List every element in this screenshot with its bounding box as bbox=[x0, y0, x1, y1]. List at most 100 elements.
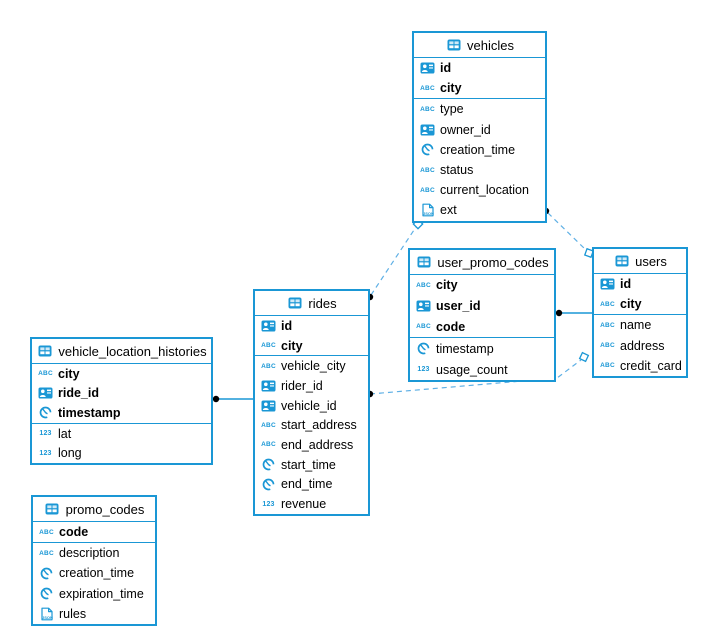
column-name: ext bbox=[440, 203, 457, 218]
table-header[interactable]: users bbox=[594, 249, 686, 274]
uuid-type-icon bbox=[260, 320, 277, 332]
column-name: address bbox=[620, 338, 665, 353]
column-name: start_address bbox=[281, 418, 357, 433]
column-name: usage_count bbox=[436, 362, 508, 377]
column-row[interactable]: rider_id bbox=[255, 376, 368, 396]
relationship-rides-vehicles[interactable] bbox=[370, 226, 417, 296]
timestamp-type-icon bbox=[260, 458, 277, 471]
table-header[interactable]: rides bbox=[255, 291, 368, 316]
text-type-icon: ABC bbox=[261, 362, 276, 370]
column-name: city bbox=[620, 297, 642, 312]
uuid-type-icon bbox=[260, 400, 277, 412]
column-row[interactable]: owner_id bbox=[414, 120, 545, 140]
column-name: rider_id bbox=[281, 378, 323, 393]
column-row[interactable]: id bbox=[414, 58, 545, 78]
column-row[interactable]: 123 revenue bbox=[255, 494, 368, 514]
text-type-icon: ABC bbox=[420, 186, 435, 194]
table-icon bbox=[613, 255, 630, 267]
column-row[interactable]: end_time bbox=[255, 475, 368, 495]
column-row[interactable]: creation_time bbox=[414, 140, 545, 160]
table-header[interactable]: user_promo_codes bbox=[410, 250, 554, 275]
column-row[interactable]: user_id bbox=[410, 296, 554, 317]
text-type-icon: ABC bbox=[420, 105, 435, 113]
uuid-type-icon bbox=[415, 300, 432, 312]
column-name: owner_id bbox=[440, 122, 491, 137]
uuid-type-icon bbox=[419, 124, 436, 136]
column-name: city bbox=[436, 278, 458, 293]
column-row[interactable]: creation_time bbox=[33, 563, 155, 583]
number-type-icon: 123 bbox=[262, 500, 275, 508]
column-row[interactable]: timestamp bbox=[410, 338, 554, 359]
table-header[interactable]: vehicle_location_histories bbox=[32, 339, 211, 364]
column-row[interactable]: ride_id bbox=[32, 384, 211, 404]
table-icon bbox=[36, 345, 53, 357]
column-row[interactable]: 123 lat bbox=[32, 424, 211, 444]
column-row[interactable]: id bbox=[255, 316, 368, 336]
text-type-icon: ABC bbox=[416, 323, 431, 331]
table-header[interactable]: vehicles bbox=[414, 33, 545, 58]
column-name: ride_id bbox=[58, 386, 99, 401]
timestamp-type-icon bbox=[37, 406, 54, 419]
text-type-icon: ABC bbox=[261, 441, 276, 449]
column-name: city bbox=[281, 338, 303, 353]
relationship-rides-users[interactable] bbox=[369, 359, 582, 395]
column-name: name bbox=[620, 318, 652, 333]
column-row[interactable]: id bbox=[594, 274, 686, 294]
column-name: city bbox=[58, 366, 80, 381]
column-row[interactable]: timestamp bbox=[32, 403, 211, 423]
table-icon bbox=[415, 256, 432, 268]
column-row[interactable]: start_time bbox=[255, 455, 368, 475]
table-name: users bbox=[635, 253, 667, 269]
column-row[interactable]: vehicle_id bbox=[255, 396, 368, 416]
column-row[interactable]: expiration_time bbox=[33, 584, 155, 604]
column-name: credit_card bbox=[620, 358, 682, 373]
relationship-diamond-endpoint bbox=[578, 351, 590, 363]
table-header[interactable]: promo_codes bbox=[33, 497, 155, 522]
text-type-icon: ABC bbox=[261, 421, 276, 429]
column-name: start_time bbox=[281, 457, 336, 472]
text-type-icon: ABC bbox=[38, 370, 53, 378]
number-type-icon: 123 bbox=[39, 430, 52, 438]
column-name: lat bbox=[58, 426, 72, 441]
timestamp-type-icon bbox=[419, 143, 436, 156]
column-row[interactable]: ABC city bbox=[32, 364, 211, 384]
table-name: user_promo_codes bbox=[437, 254, 549, 270]
column-row[interactable]: ABC start_address bbox=[255, 415, 368, 435]
column-name: revenue bbox=[281, 497, 327, 512]
relationship-vehicles-users[interactable] bbox=[547, 212, 587, 251]
uuid-type-icon bbox=[599, 278, 616, 290]
timestamp-type-icon bbox=[38, 567, 55, 580]
